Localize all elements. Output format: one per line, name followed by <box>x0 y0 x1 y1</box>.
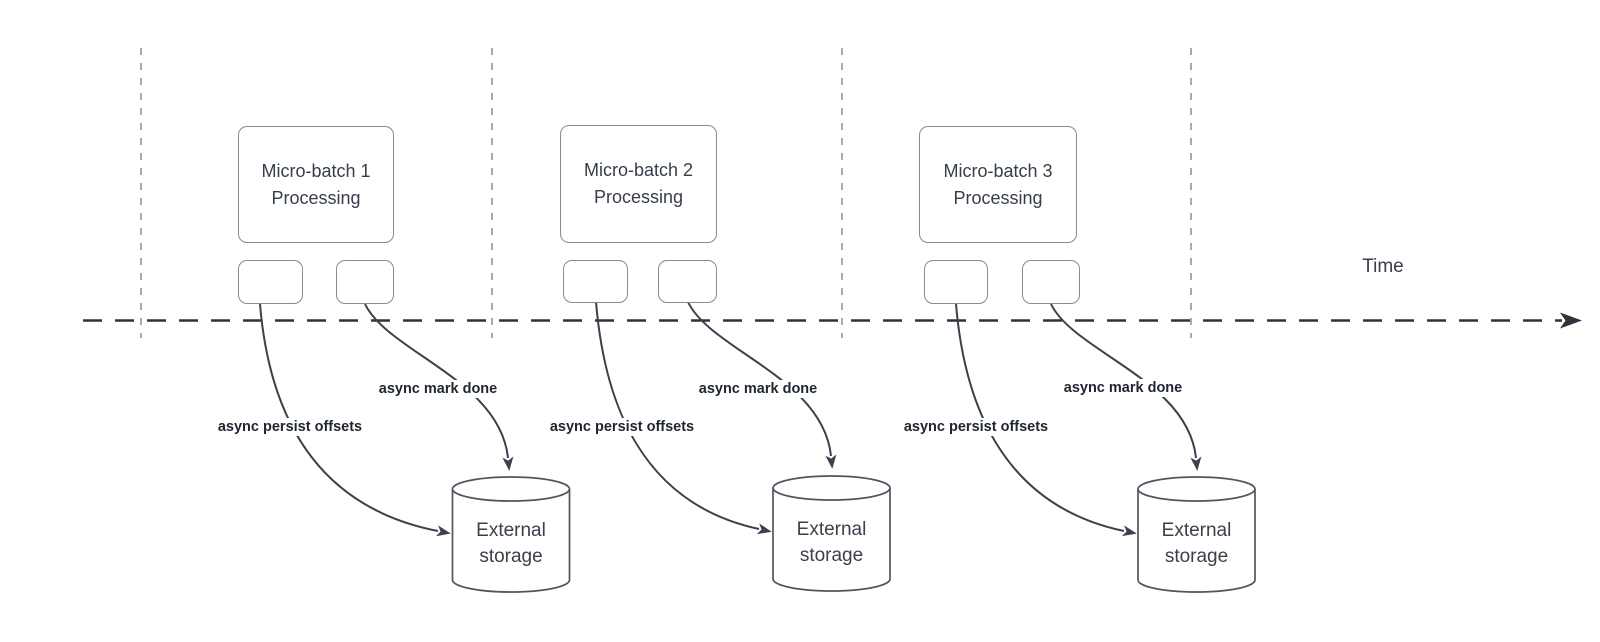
storage-label: External storage <box>1161 520 1232 567</box>
persist-offsets-label: async persist offsets <box>214 418 366 436</box>
time-axis-arrowhead-icon <box>1560 312 1582 329</box>
done-source-box <box>1022 260 1080 304</box>
persist-offsets-label: async persist offsets <box>546 418 698 436</box>
mark-done-arrow <box>364 303 514 471</box>
time-label: Time <box>1362 256 1404 277</box>
persist-source-box <box>238 260 303 304</box>
persist-offsets-arrow <box>955 303 1137 537</box>
persist-source-box <box>924 260 988 304</box>
storage-label: External storage <box>796 519 867 566</box>
persist-offsets-label: async persist offsets <box>900 418 1052 436</box>
batch-title-line2: Processing <box>271 187 361 208</box>
mark-done-arrow <box>1050 303 1202 471</box>
external-storage-cylinder <box>772 475 891 592</box>
micro-batch-3-box: Micro-batch 3 Processing <box>919 126 1077 243</box>
external-storage-cylinder <box>1137 476 1256 593</box>
micro-batch-1-box: Micro-batch 1 Processing <box>238 126 394 243</box>
done-source-box <box>658 260 717 303</box>
mark-done-label: async mark done <box>375 380 501 398</box>
storage-label: External storage <box>476 520 546 567</box>
mark-done-label: async mark done <box>695 380 821 398</box>
batch-title-line1: Micro-batch 2 <box>583 160 694 180</box>
mark-done-arrow <box>687 301 837 469</box>
batch-title-line1: Micro-batch 3 <box>943 160 1053 181</box>
batch-title-line2: Processing <box>953 187 1043 208</box>
mark-done-label: async mark done <box>1060 379 1186 397</box>
batch-title-line2: Processing <box>593 187 684 207</box>
external-storage-cylinder <box>451 476 571 593</box>
done-source-box <box>336 260 394 304</box>
persist-source-box <box>563 260 628 303</box>
persist-offsets-arrow <box>259 303 451 537</box>
batch-title-line1: Micro-batch 1 <box>261 160 371 181</box>
persist-offsets-arrow <box>595 301 772 535</box>
micro-batch-2-box: Micro-batch 2 Processing <box>560 125 717 243</box>
